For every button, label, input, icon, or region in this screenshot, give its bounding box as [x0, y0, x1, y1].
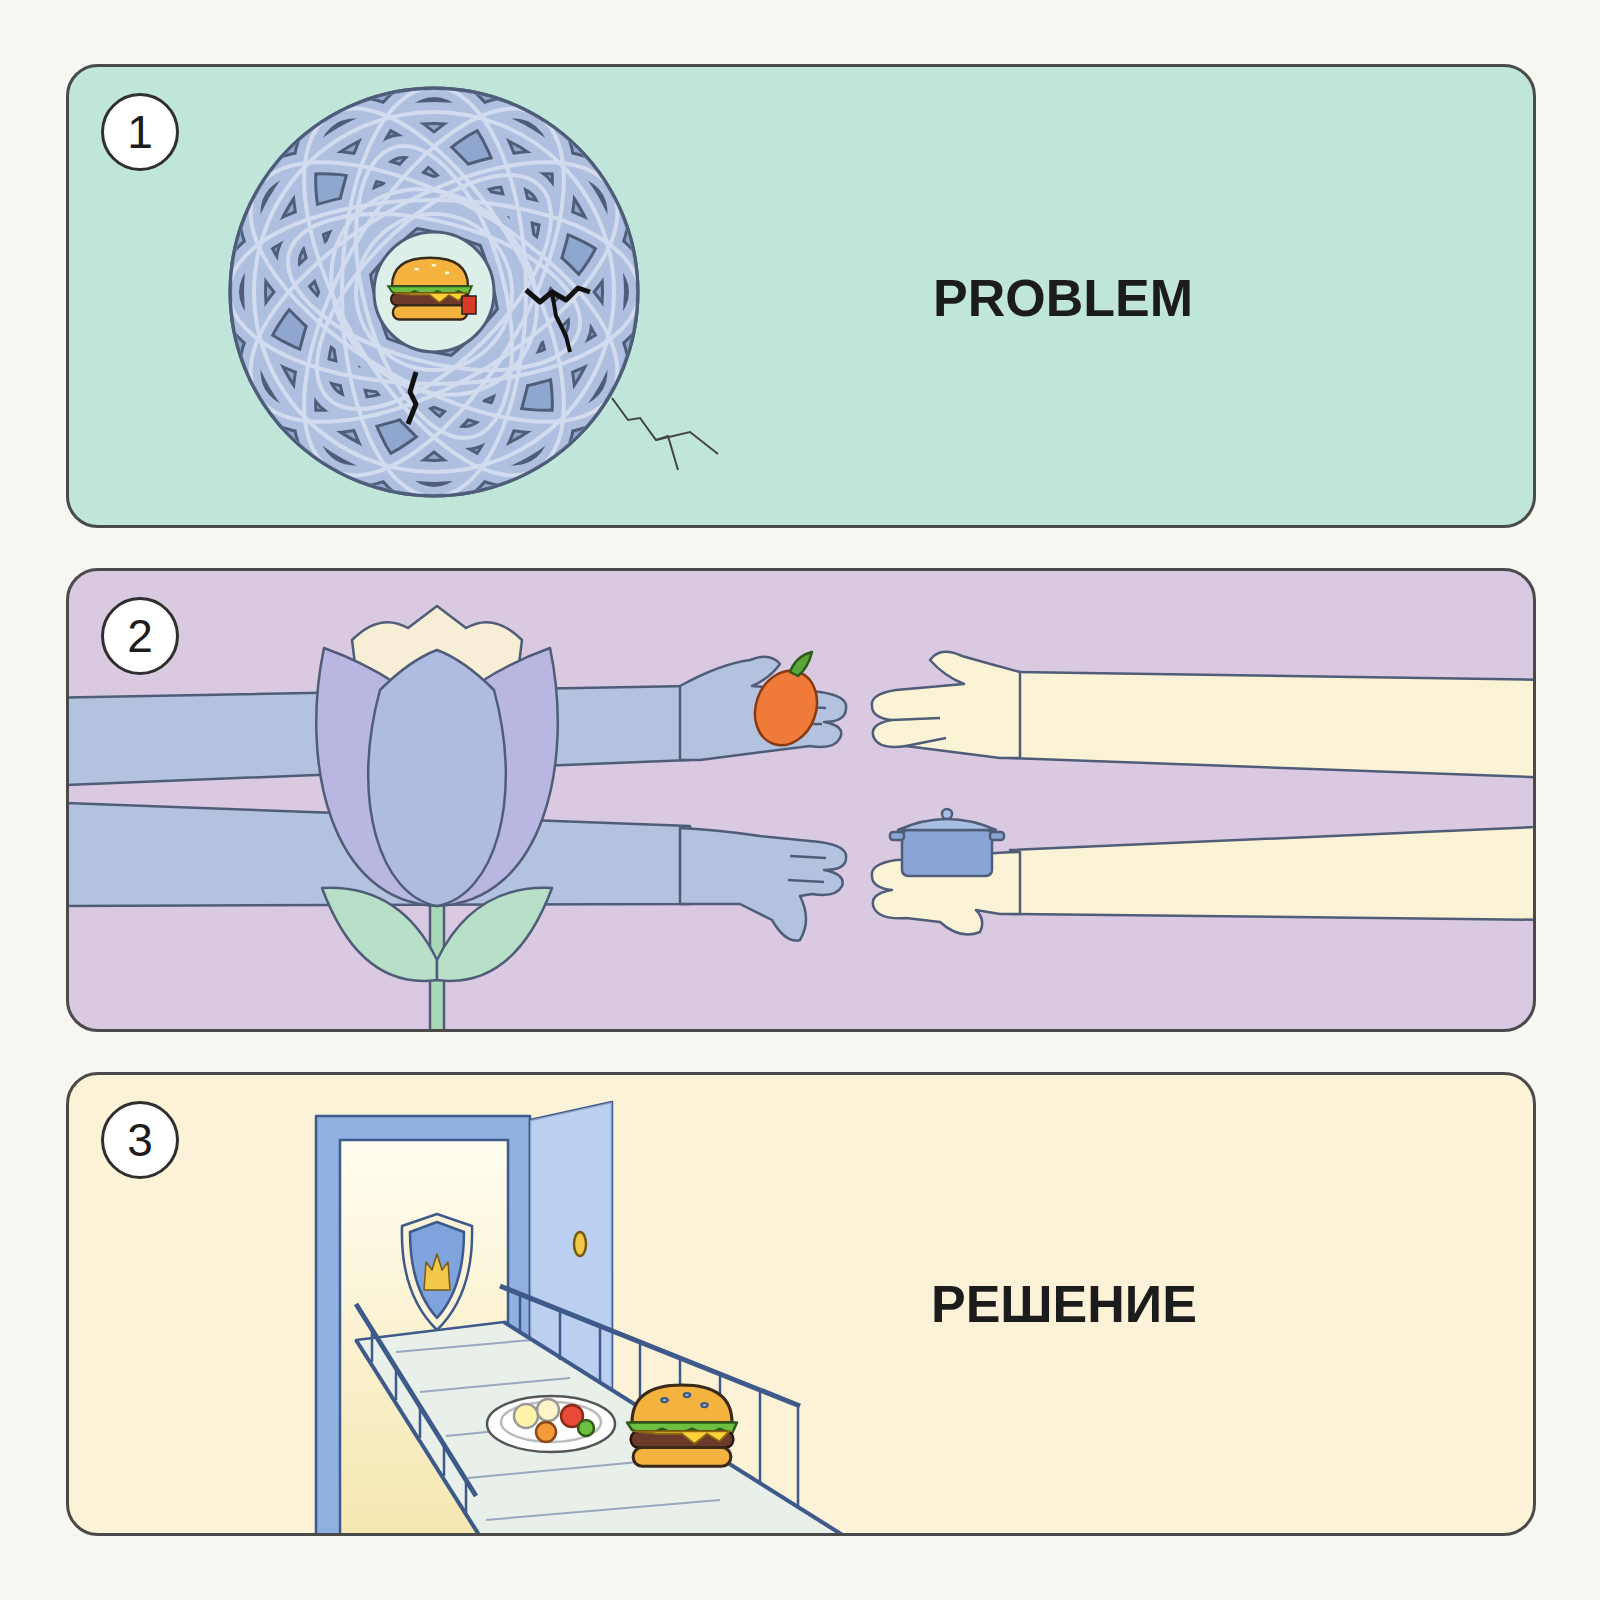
step-number-badge: 3 — [101, 1101, 179, 1179]
panel-caption: РЕШЕНИЕ — [931, 1275, 1197, 1335]
comic-panel: PROBLEM 1 — [66, 64, 1536, 528]
step-number: 3 — [127, 1117, 153, 1163]
step-number-badge: 1 — [101, 93, 179, 171]
comic-panel: 2 — [66, 568, 1536, 1032]
step-number: 2 — [127, 613, 153, 659]
step-number: 1 — [127, 109, 153, 155]
comic-panel: РЕШЕНИЕ 3 — [66, 1072, 1536, 1536]
step-number-badge: 2 — [101, 597, 179, 675]
panel-caption: PROBLEM — [933, 269, 1193, 329]
